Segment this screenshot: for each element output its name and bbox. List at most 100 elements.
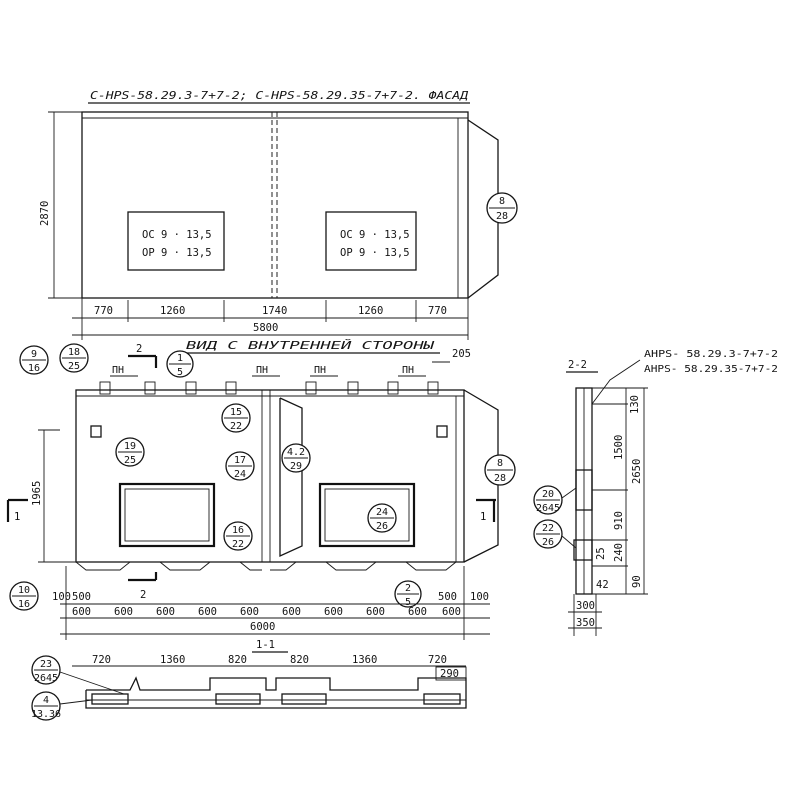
callout-bottom: 5 bbox=[177, 367, 183, 378]
callout-top: 10 bbox=[18, 585, 30, 596]
callout-top: 4 bbox=[43, 695, 49, 706]
inner-window-right bbox=[318, 482, 416, 548]
callout-top: 4.2 bbox=[287, 447, 305, 458]
inner-view-title: ВИД С ВНУТРЕННЕЙ СТОРОНЫ bbox=[186, 339, 435, 352]
callout-top: 16 bbox=[232, 525, 244, 536]
section-1-1-dim-290-box bbox=[435, 666, 467, 681]
facade-window-right-line1: ОС 9 · 13,5 bbox=[340, 229, 410, 241]
facade-callout-bottom: 28 bbox=[496, 211, 508, 222]
callout-top: 19 bbox=[124, 441, 136, 452]
inner-bottom-rib bbox=[75, 561, 262, 571]
inner-bottom-dim-600: 600 bbox=[442, 606, 461, 618]
section-2-2-dim-25: 25 bbox=[595, 547, 607, 560]
inner-total-dim: 6000 bbox=[250, 621, 275, 633]
section-2-2-dim-1500: 1500 bbox=[613, 435, 625, 460]
facade-dim-3: 1260 bbox=[358, 305, 383, 317]
callout-top: 20 bbox=[542, 489, 554, 500]
facade-dim-0: 770 bbox=[94, 305, 113, 317]
inner-bottom-dim-row1-1: 500 bbox=[72, 591, 91, 603]
inner-window-right-inner bbox=[324, 488, 410, 542]
lifting-loop bbox=[387, 381, 399, 395]
section-1-1-dim-4: 1360 bbox=[352, 654, 377, 666]
lifting-loop bbox=[225, 381, 237, 395]
inner-bottom-dim-600: 600 bbox=[282, 606, 301, 618]
section-2-2-title: 2-2 bbox=[568, 359, 587, 371]
section-2-2-dim-350: 350 bbox=[576, 617, 595, 629]
callout-leader bbox=[561, 535, 577, 549]
callout-bottom: 5 bbox=[405, 597, 411, 608]
callout-leader bbox=[561, 487, 577, 499]
callout-top: 9 bbox=[31, 349, 37, 360]
callout-top: 15 bbox=[230, 407, 242, 418]
section-2-2-label-2: АНРS- 58.29.35-7+7-2 bbox=[644, 364, 778, 375]
callout-top: 1 bbox=[177, 353, 183, 364]
inner-panel-rib-stiffener bbox=[279, 397, 303, 558]
inner-window-left bbox=[118, 482, 216, 548]
callout-bottom: 24 bbox=[234, 469, 246, 480]
section-1-1-dim-290: 290 bbox=[440, 668, 459, 680]
pn-label-2: ПН bbox=[256, 365, 268, 376]
facade-window-left-line1: ОС 9 · 13,5 bbox=[142, 229, 212, 241]
facade-height-dim: 2870 bbox=[39, 201, 51, 226]
callout-top: 18 bbox=[68, 347, 80, 358]
section-1-label-right: 1 bbox=[480, 511, 486, 523]
callout-bottom: 25 bbox=[68, 361, 80, 372]
section-1-1-rib-box bbox=[281, 693, 327, 705]
section-2-2-dim-130: 130 bbox=[629, 395, 641, 414]
callout-leader bbox=[59, 699, 93, 705]
pn-label-3: ПН bbox=[314, 365, 326, 376]
inner-bottom-dim-row1-0: 100 bbox=[52, 591, 71, 603]
inner-bottom-dim-row1-3: 100 bbox=[470, 591, 489, 603]
callout-bottom: 13.36 bbox=[31, 709, 61, 720]
lifting-loop bbox=[347, 381, 359, 395]
inner-bottom-dim-600: 600 bbox=[198, 606, 217, 618]
pn-label-4: ПН bbox=[402, 365, 414, 376]
section-1-1-dim-5: 720 bbox=[428, 654, 447, 666]
section-1-1: 1-1 720 1360 820 820 1360 720 290 23 264… bbox=[31, 639, 467, 721]
section-1-1-dim-0: 720 bbox=[92, 654, 111, 666]
section-2-2-dim-910: 910 bbox=[613, 511, 625, 530]
callout-bottom: 22 bbox=[230, 421, 242, 432]
section-1-1-dim-1: 1360 bbox=[160, 654, 185, 666]
inner-dim-205: 205 bbox=[452, 348, 471, 360]
facade-dim-4: 770 bbox=[428, 305, 447, 317]
callout-bottom: 2645 bbox=[34, 673, 58, 684]
callout-top: 17 bbox=[234, 455, 246, 466]
facade-dim-2: 1740 bbox=[262, 305, 287, 317]
facade-callout-top: 8 bbox=[499, 196, 505, 207]
embedded-part-square bbox=[436, 425, 448, 438]
facade-window-left bbox=[127, 211, 225, 271]
inner-bottom-dim-600: 600 bbox=[114, 606, 133, 618]
inner-bottom-dim-600: 600 bbox=[72, 606, 91, 618]
callout-bottom: 29 bbox=[290, 461, 302, 472]
section-2-2-dim-300: 300 bbox=[576, 600, 595, 612]
callout-top: 8 bbox=[497, 458, 503, 469]
section-1-1-rib-box bbox=[423, 693, 461, 705]
callout-bottom: 2645 bbox=[536, 503, 560, 514]
facade-panel-outline bbox=[81, 111, 469, 299]
callout-bottom: 22 bbox=[232, 539, 244, 550]
section-1-1-title: 1-1 bbox=[256, 639, 275, 651]
section-1-1-rib-box bbox=[215, 693, 261, 705]
inner-bottom-rib bbox=[270, 561, 464, 571]
inner-bottom-dim-600: 600 bbox=[240, 606, 259, 618]
facade-window-right-line2: ОР 9 · 13,5 bbox=[340, 247, 410, 259]
section-2-2-leader bbox=[591, 359, 641, 405]
lifting-loop bbox=[427, 381, 439, 395]
lifting-loop bbox=[185, 381, 197, 395]
embedded-part-square bbox=[90, 425, 102, 438]
lifting-loop bbox=[99, 381, 111, 395]
section-2-2-dim-240: 240 bbox=[613, 543, 625, 562]
inner-bottom-dim-600: 600 bbox=[156, 606, 175, 618]
inner-bottom-dim-600: 600 bbox=[366, 606, 385, 618]
callout-bottom: 26 bbox=[542, 537, 554, 548]
inner-bottom-dim-600: 600 bbox=[324, 606, 343, 618]
section-2-2-dim-42: 42 bbox=[596, 579, 609, 591]
inner-window-left-inner bbox=[124, 488, 210, 542]
section-2-2: 2-2 АНРS- 58.29.3-7+7-2 АНРS- 58.29.35-7… bbox=[533, 349, 778, 636]
callout-bottom: 26 bbox=[376, 521, 388, 532]
inner-height-dim: 1965 bbox=[31, 481, 43, 506]
callout-leader bbox=[59, 671, 125, 695]
